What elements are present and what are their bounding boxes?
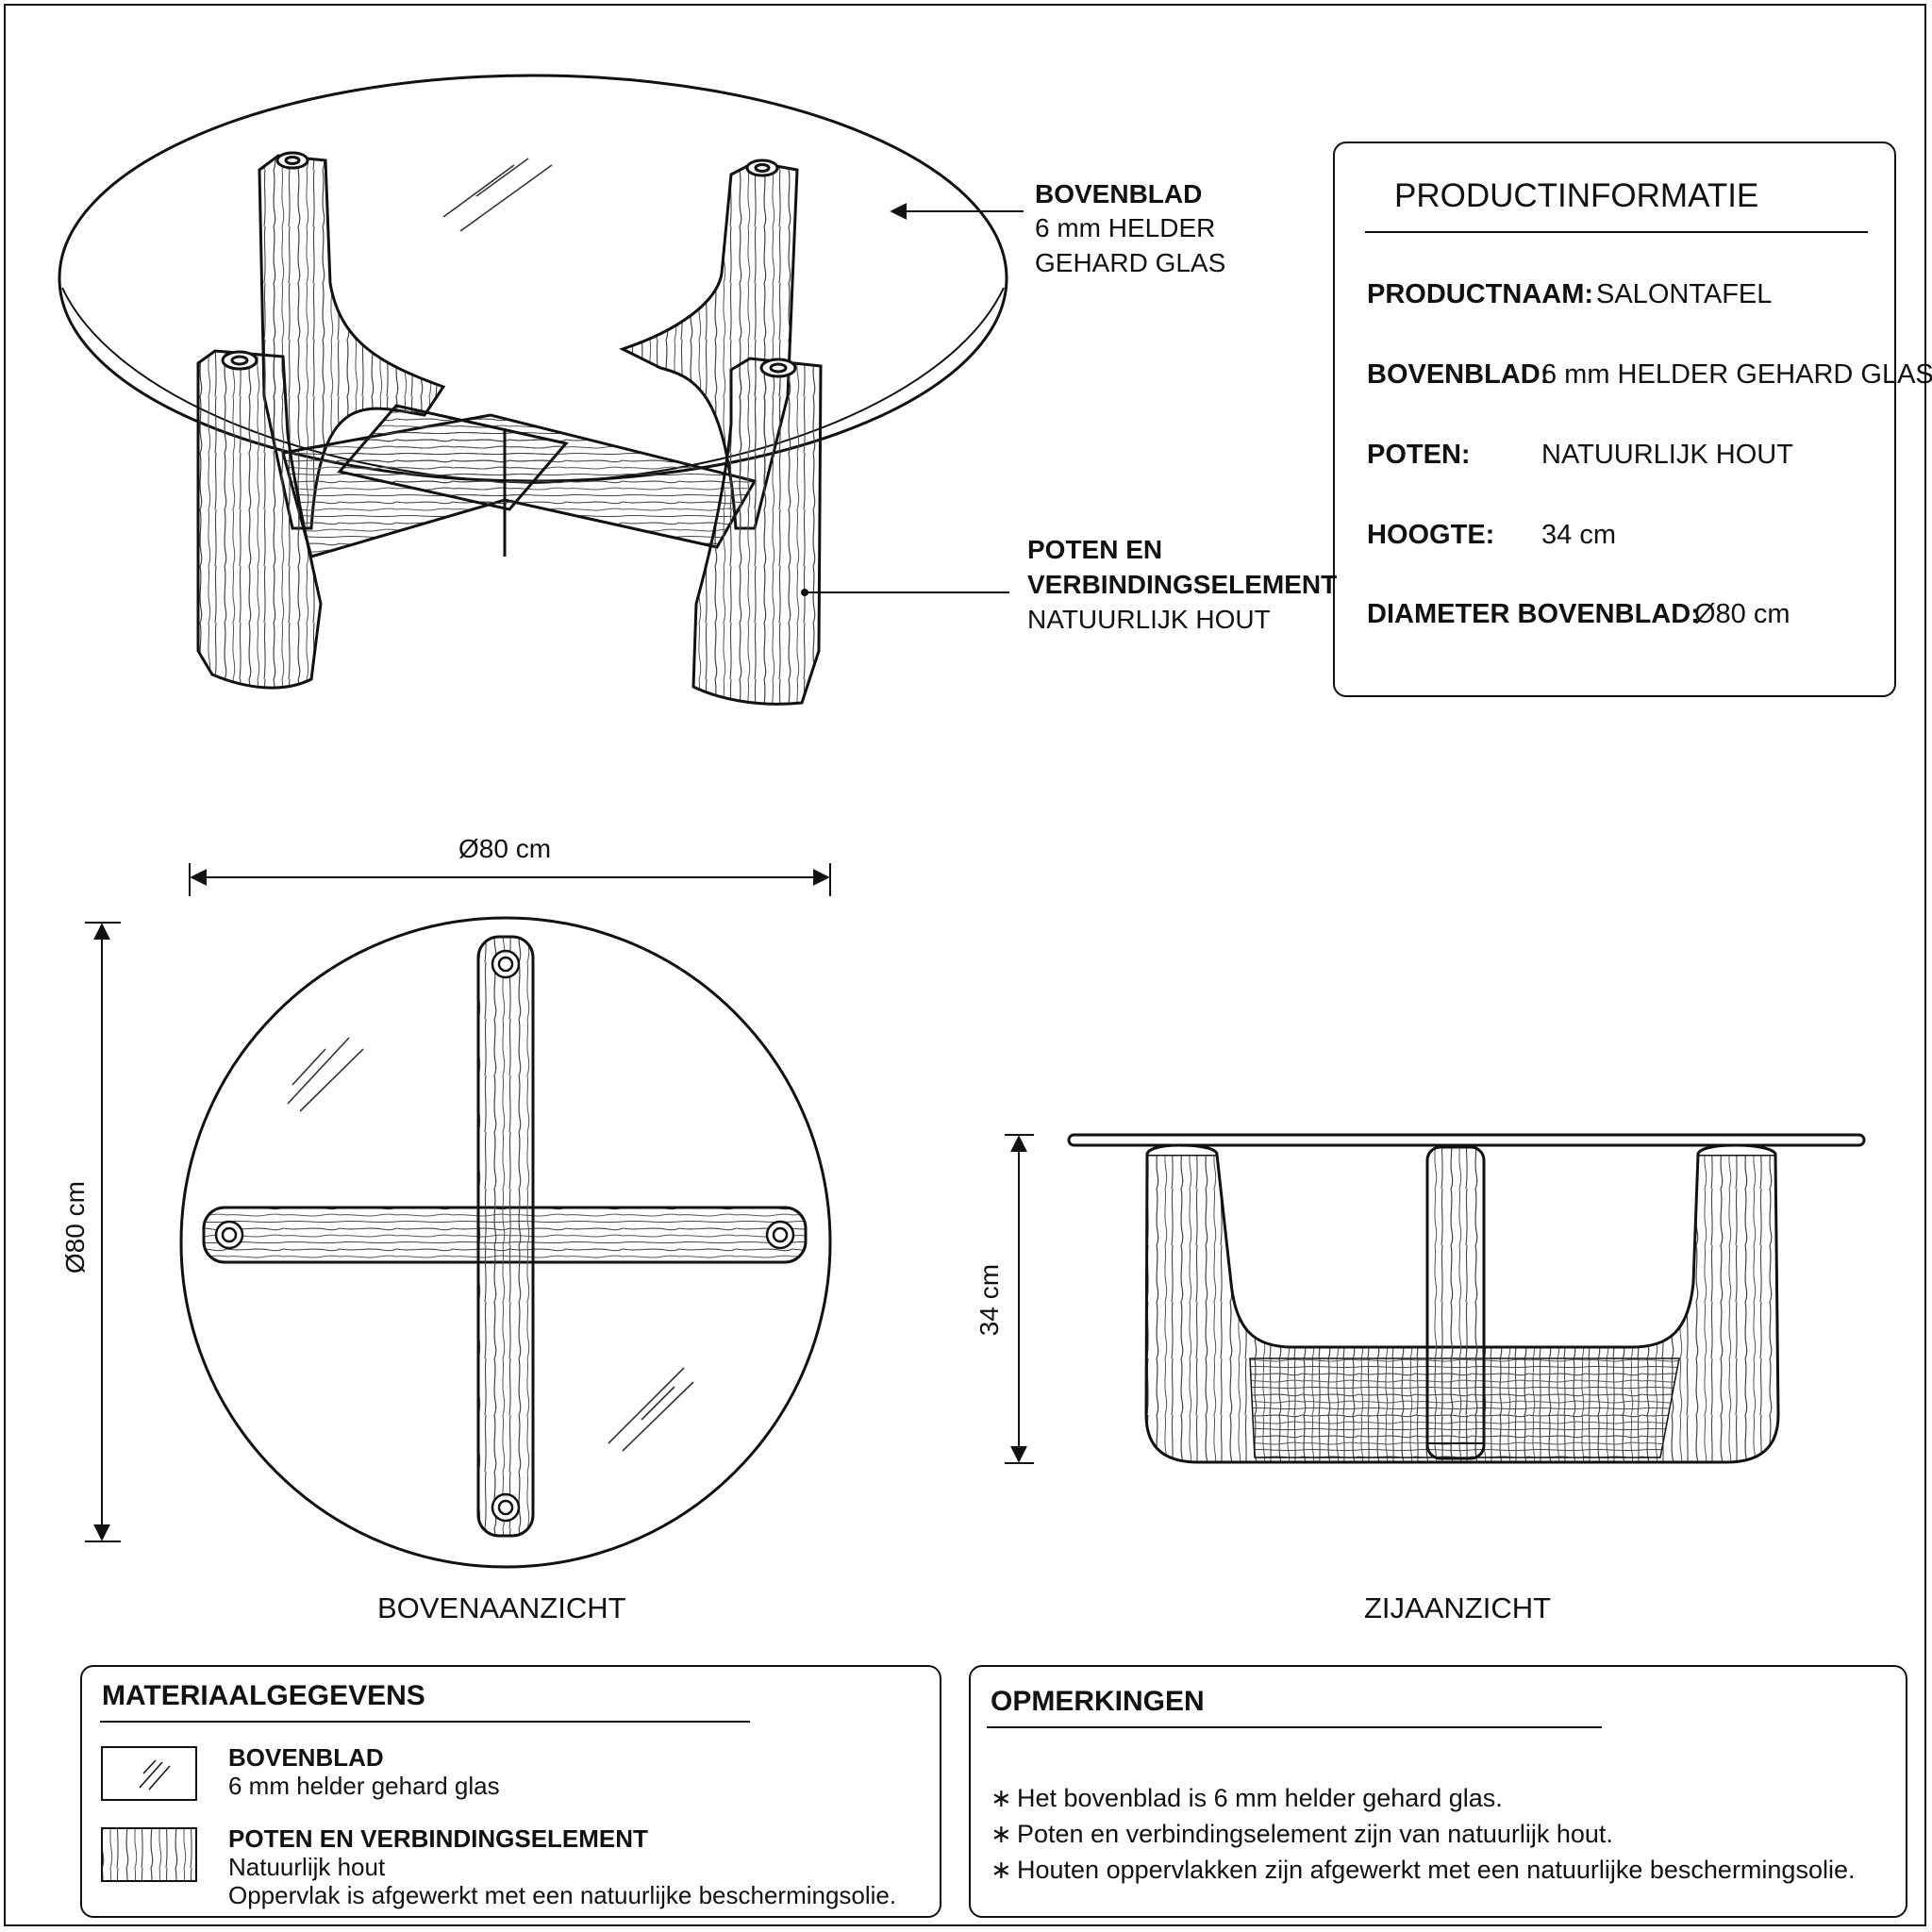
note-bullet-1: ∗ <box>991 1784 1012 1812</box>
materials-panel: MATERIAALGEGEVENS BOVENBLAD 6 mm helder … <box>80 1665 941 1918</box>
diameter-label: DIAMETER BOVENBLAD: <box>1367 599 1700 629</box>
glass-callout-line1: 6 mm HELDER <box>1035 213 1216 242</box>
drawing-frame <box>4 4 1926 1926</box>
materials-title: MATERIAALGEGEVENS <box>102 1680 425 1711</box>
product-info-title: PRODUCTINFORMATIE <box>1394 177 1759 214</box>
leg-bolts-top <box>214 949 795 1523</box>
glass-callout-line2: GEHARD GLAS <box>1035 248 1226 277</box>
wood-swatch <box>101 1827 197 1882</box>
material-wood-desc1: Natuurlijk hout <box>228 1853 386 1881</box>
glass-reflection-top-left <box>287 1037 364 1112</box>
note-bullet-2: ∗ <box>991 1820 1012 1848</box>
note-bullet-3: ∗ <box>991 1856 1012 1884</box>
glass-callout-title: BOVENBLAD <box>1035 179 1203 208</box>
wooden-base-perspective <box>196 151 823 706</box>
top-view-label: BOVENAANZICHT <box>377 1591 626 1624</box>
note-item-2: Poten en verbindingselement zijn van nat… <box>1017 1820 1613 1848</box>
diameter-value: Ø80 cm <box>1694 599 1790 629</box>
legs-label: POTEN: <box>1367 440 1471 470</box>
product-info-panel: PRODUCTINFORMATIE PRODUCTNAAM: SALONTAFE… <box>1333 142 1932 697</box>
center-post-side <box>1425 1145 1486 1460</box>
product-name-value: SALONTAFEL <box>1596 279 1773 309</box>
note-item-3: Houten oppervlakken zijn afgewerkt met e… <box>1017 1856 1856 1884</box>
height-label: HOOGTE: <box>1367 520 1495 550</box>
glass-reflection-icon <box>442 158 553 232</box>
glass-reflection-bottom-right <box>608 1367 694 1452</box>
vertical-leg-top <box>476 935 535 1538</box>
material-wood-name: POTEN EN VERBINDINGSELEMENT <box>228 1824 648 1853</box>
note-item-1: Het bovenblad is 6 mm helder gehard glas… <box>1017 1784 1503 1812</box>
depth-dimension-label: Ø80 cm <box>59 1181 90 1274</box>
material-glass-name: BOVENBLAD <box>228 1743 384 1772</box>
legs-value: NATUURLIJK HOUT <box>1541 440 1793 470</box>
perspective-view <box>58 74 1024 706</box>
glass-swatch <box>101 1746 197 1801</box>
legs-callout-title2: VERBINDINGSELEMENT <box>1027 570 1338 599</box>
legs-callout-line: NATUURLIJK HOUT <box>1027 605 1271 634</box>
width-dimension-label: Ø80 cm <box>458 834 552 863</box>
legs-callout-title1: POTEN EN <box>1027 535 1163 564</box>
height-dimension-label: 34 cm <box>974 1263 1004 1337</box>
material-glass-desc: 6 mm helder gehard glas <box>228 1772 500 1800</box>
side-view <box>1005 1133 1866 1464</box>
notes-title: OPMERKINGEN <box>991 1686 1205 1717</box>
glass-top-side <box>1067 1133 1866 1147</box>
top-view <box>85 863 832 1569</box>
top-value: 6 mm HELDER GEHARD GLAS <box>1541 359 1932 390</box>
height-value: 34 cm <box>1541 520 1616 550</box>
notes-panel: OPMERKINGEN ∗ Het bovenblad is 6 mm held… <box>969 1665 1907 1918</box>
material-wood-desc2: Oppervlak is afgewerkt met een natuurlij… <box>228 1881 897 1909</box>
side-view-label: ZIJAANZICHT <box>1364 1591 1552 1624</box>
top-label: BOVENBLAD: <box>1367 359 1550 390</box>
product-name-label: PRODUCTNAAM: <box>1367 279 1594 309</box>
glass-top-circle <box>179 916 832 1569</box>
